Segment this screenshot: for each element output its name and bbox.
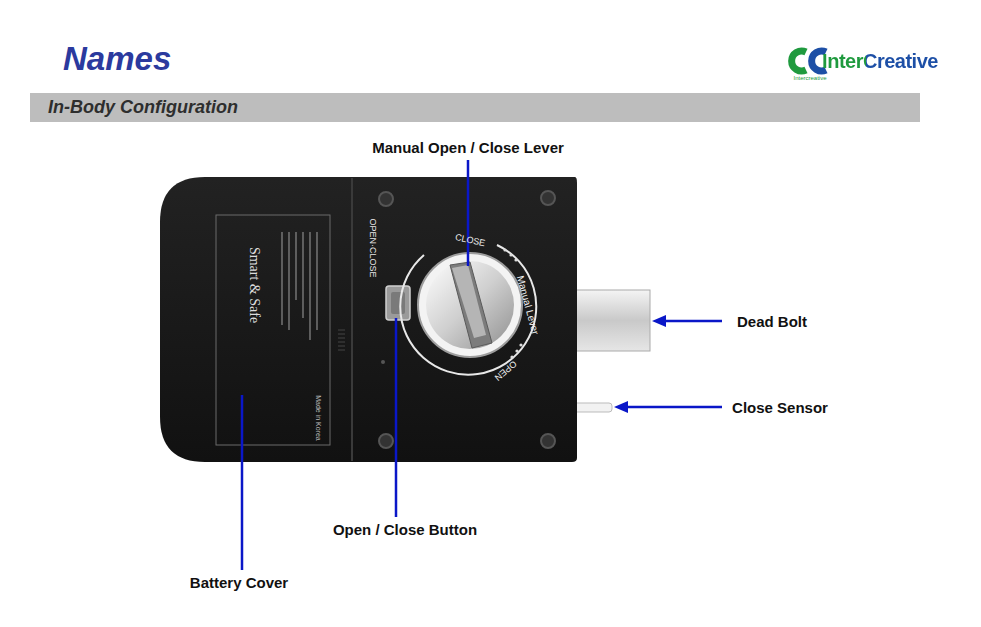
lock-body — [160, 177, 577, 462]
open-close-button — [386, 286, 410, 320]
leader-lines — [242, 160, 722, 570]
lever-knob — [418, 253, 522, 357]
indicator-led — [381, 360, 385, 364]
section-band: In-Body Configuration — [30, 93, 920, 122]
device-marking: OPEN·CLOSE — [367, 218, 377, 277]
label-panel — [216, 215, 330, 445]
lever-knob-inner — [426, 261, 514, 349]
cover-seam — [351, 178, 353, 461]
instruction-lines — [282, 232, 317, 340]
lever-handle-face — [452, 265, 486, 338]
brand-small: Intercreative — [793, 75, 826, 82]
device-marking: Smart & Safe — [246, 247, 261, 323]
page-title: Names — [63, 40, 171, 78]
callout-label: Dead Bolt — [737, 314, 807, 331]
logo-icon — [792, 51, 826, 71]
band-heading: In-Body Configuration — [30, 93, 920, 122]
device-marking: Made in Korea — [314, 395, 322, 441]
lever-handle — [450, 262, 492, 348]
brand-name: InterCreative — [822, 50, 938, 72]
callout-label: Manual Open / Close Lever — [372, 140, 564, 157]
callout-label: Close Sensor — [732, 400, 828, 417]
button-face — [391, 292, 405, 314]
speaker-grille — [338, 330, 345, 350]
callout-label: Battery Cover — [190, 575, 288, 592]
dead-bolt — [565, 290, 650, 351]
callout-label: Open / Close Button — [333, 522, 477, 539]
